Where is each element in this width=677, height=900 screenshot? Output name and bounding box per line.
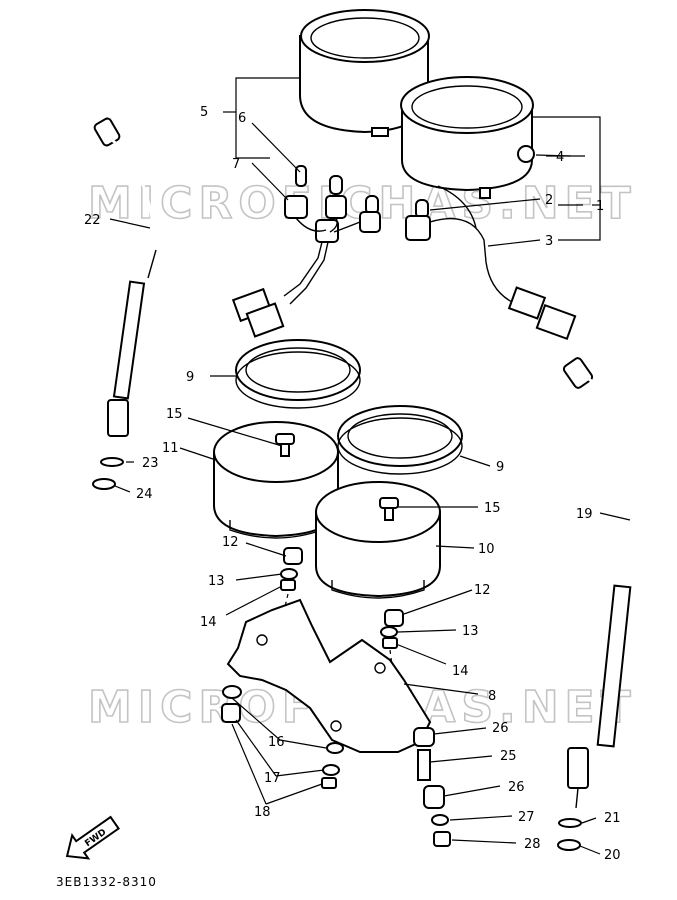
- callout-12: 12: [222, 535, 239, 550]
- diagram-code: 3EB1332-8310: [56, 875, 157, 889]
- callout-26: 26: [492, 721, 509, 736]
- collar: [222, 685, 242, 699]
- meter-case-right: [315, 481, 441, 599]
- o-ring: [92, 478, 116, 490]
- callout-25: 25: [500, 749, 517, 764]
- callout-14: 14: [452, 664, 469, 679]
- nut: [321, 777, 337, 789]
- meter-case-left: [213, 421, 339, 539]
- callout-13: 13: [208, 574, 225, 589]
- damper: [221, 703, 241, 723]
- callout-9: 9: [186, 370, 194, 385]
- callout-16: 16: [268, 735, 285, 750]
- nut: [433, 831, 451, 847]
- callout-19: 19: [576, 507, 593, 522]
- callout-28: 28: [524, 837, 541, 852]
- nut: [382, 637, 398, 649]
- callout-10: 10: [478, 542, 495, 557]
- screw: [275, 433, 295, 457]
- forward-arrow-icon: FWD: [65, 815, 120, 860]
- callout-14: 14: [200, 615, 217, 630]
- callout-15: 15: [166, 407, 183, 422]
- damper: [423, 785, 445, 809]
- gauge-ring-left: [235, 339, 361, 409]
- callout-22: 22: [84, 213, 101, 228]
- tachometer-gauge: [400, 76, 535, 199]
- callout-13: 13: [462, 624, 479, 639]
- callout-20: 20: [604, 848, 621, 863]
- callout-4: 4: [556, 150, 564, 165]
- callout-26: 26: [508, 780, 525, 795]
- o-ring: [557, 839, 581, 851]
- clip: [100, 457, 124, 467]
- group-bracket-right: [533, 116, 601, 241]
- callout-5: 5: [200, 105, 208, 120]
- callout-1: 1: [596, 199, 604, 214]
- callout-3: 3: [545, 234, 553, 249]
- washer: [380, 626, 398, 638]
- washer: [280, 568, 298, 580]
- group-bracket-left: [235, 77, 300, 159]
- callout-labels: 1 2 3 4 5 6 7 8 9 9 10 11 12 12 13 13 14…: [84, 105, 621, 863]
- speedometer-cable: [93, 117, 158, 437]
- speedometer-gauge: [299, 9, 430, 137]
- callout-18: 18: [254, 805, 271, 820]
- washer: [322, 764, 340, 776]
- grommet: [384, 609, 404, 627]
- spacer: [417, 749, 431, 781]
- callout-7: 7: [232, 157, 240, 172]
- washer: [326, 742, 344, 754]
- meter-lead-wire: [405, 185, 577, 341]
- grommet: [283, 547, 303, 565]
- callout-2: 2: [545, 193, 553, 208]
- callout-6: 6: [238, 111, 246, 126]
- leader-lines: [109, 122, 631, 855]
- tachometer-cable: [562, 357, 638, 809]
- washer: [431, 814, 449, 826]
- callout-24: 24: [136, 487, 153, 502]
- callout-15: 15: [484, 501, 501, 516]
- screw: [379, 497, 399, 521]
- callout-27: 27: [518, 810, 535, 825]
- callout-9: 9: [496, 460, 504, 475]
- callout-23: 23: [142, 456, 159, 471]
- gauge-ring-right: [337, 405, 463, 475]
- clip: [558, 818, 582, 828]
- callout-8: 8: [488, 689, 496, 704]
- callout-12: 12: [474, 583, 491, 598]
- nut: [280, 579, 296, 591]
- callout-17: 17: [264, 771, 281, 786]
- damper: [413, 727, 435, 747]
- callout-21: 21: [604, 811, 621, 826]
- callout-11: 11: [162, 441, 179, 456]
